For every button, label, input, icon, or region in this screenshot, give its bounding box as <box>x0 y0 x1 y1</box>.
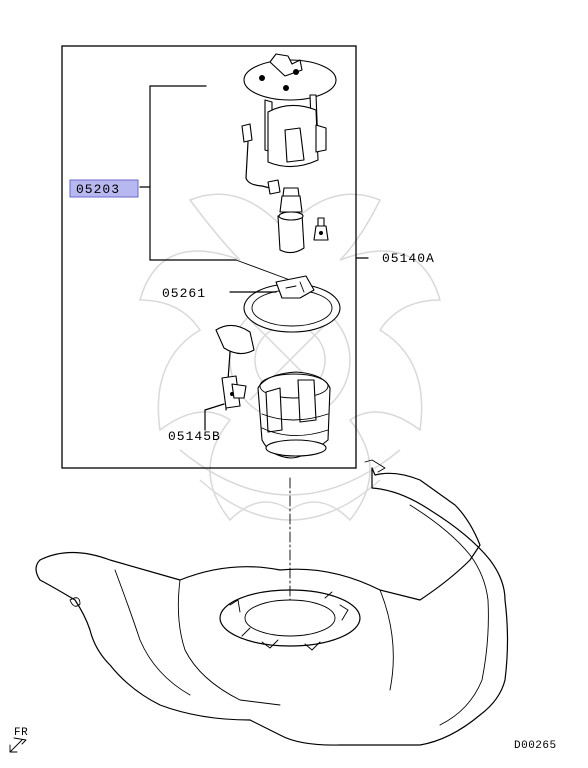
reservoir-bowl <box>257 371 331 459</box>
part-label-05145b[interactable]: 05145B <box>168 429 221 444</box>
diagram-code: D00265 <box>514 740 557 752</box>
gasket-ring <box>229 275 341 333</box>
arrow-down-left-icon <box>9 737 27 753</box>
part-label-05203[interactable]: 05203 <box>76 182 120 197</box>
pressure-sensor <box>313 217 329 241</box>
level-sensor <box>204 324 255 431</box>
part-label-05140a[interactable]: 05140A <box>382 251 435 266</box>
fuel-tank <box>35 459 509 746</box>
highlight-box-05203[interactable] <box>69 179 139 198</box>
module-frame <box>61 45 357 469</box>
part-label-05261[interactable]: 05261 <box>162 286 206 301</box>
leader-gasket <box>235 259 291 281</box>
orientation-label: FR <box>14 727 28 739</box>
bracket-05203 <box>149 85 237 261</box>
fuel-pump <box>277 187 305 254</box>
pump-assembly-top <box>241 53 337 195</box>
